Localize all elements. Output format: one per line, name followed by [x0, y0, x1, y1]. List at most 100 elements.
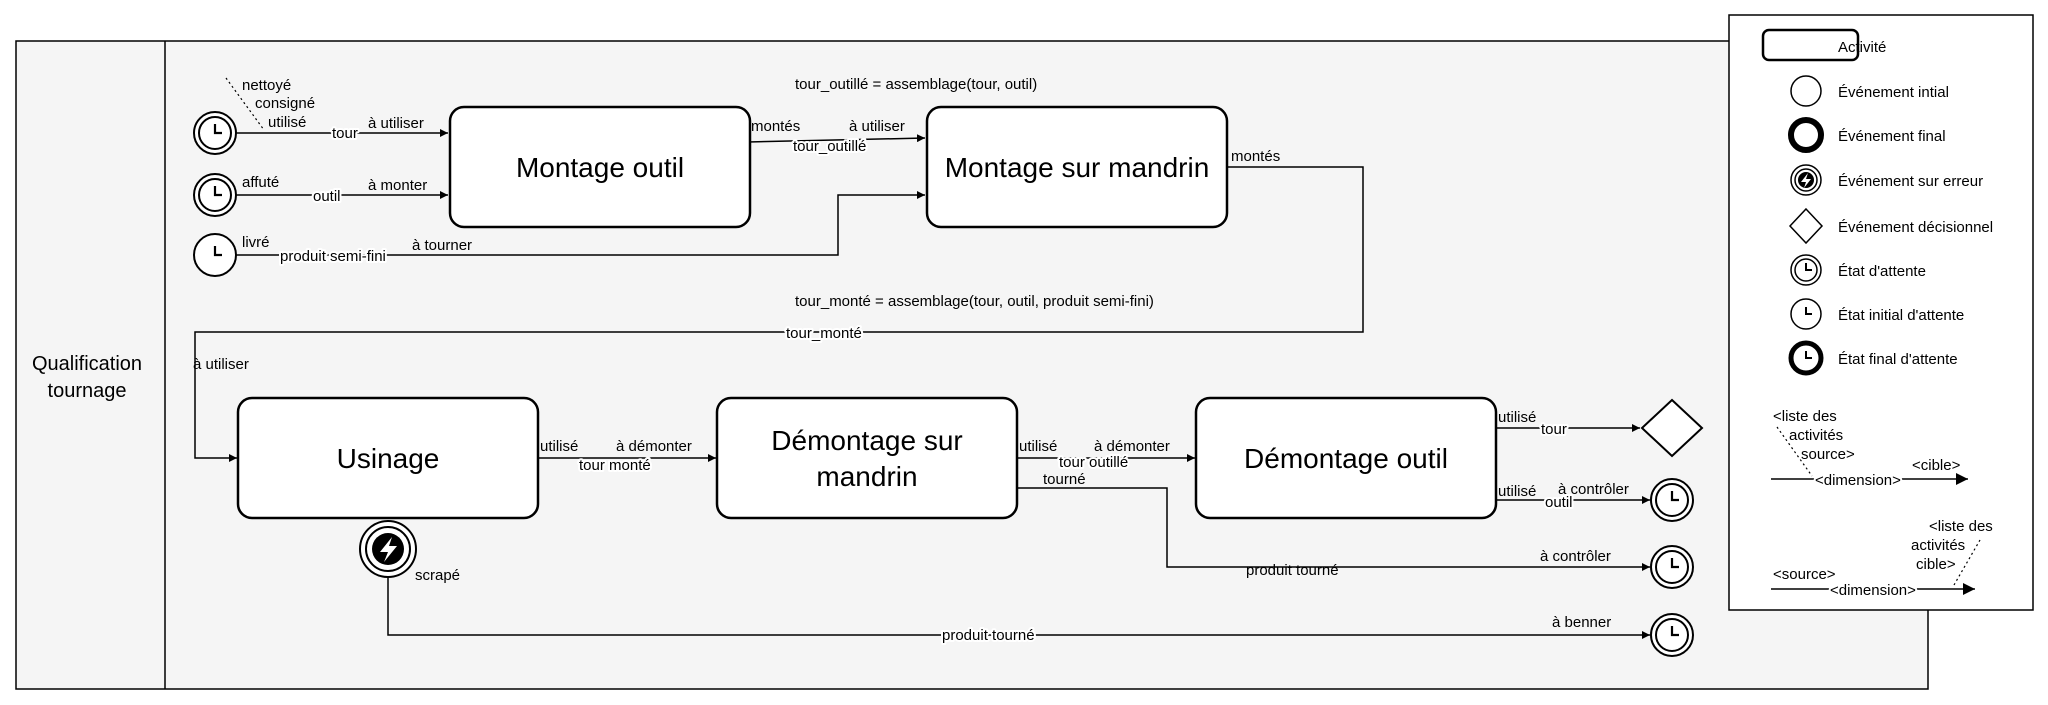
legend-e2-list-l2: activités — [1911, 537, 1965, 554]
legend-activite: Activité — [1838, 39, 1886, 56]
clock-icon — [1670, 558, 1679, 569]
formula-tour-monte: tour_monté = assemblage(tour, outil, pro… — [795, 293, 1154, 310]
label-outil: outil — [313, 188, 341, 205]
label-montes: montés — [751, 118, 800, 135]
activity-montage-outil[interactable]: Montage outil — [448, 105, 752, 229]
label-tour-monte: tour monté — [579, 457, 651, 474]
label-tour-outille: tour_outillé — [793, 138, 866, 155]
label-tour-2: tour — [1541, 421, 1567, 438]
legend-etat-final-attente: État final d'attente — [1838, 351, 1958, 368]
label-nettoye: nettoyé — [242, 77, 291, 94]
label-a-demonter: à démonter — [616, 438, 692, 455]
legend-error-event-symbol — [1790, 164, 1822, 196]
clock-icon — [1805, 351, 1812, 359]
label-tour: tour — [332, 125, 358, 142]
legend-e2-list-l3: cible> — [1916, 556, 1956, 573]
label-utilise: utilisé — [268, 114, 306, 131]
legend-initial-waiting-symbol — [1790, 298, 1822, 330]
clock-icon — [1805, 263, 1812, 271]
label-utilise-4: utilisé — [1498, 409, 1536, 426]
label-outil-2: outil — [1545, 494, 1573, 511]
legend-evenement-final: Événement final — [1838, 128, 1946, 145]
legend-e2-list-l1: <liste des — [1929, 518, 1993, 535]
legend-e2-dimension: <dimension> — [1830, 582, 1916, 599]
label-a-utiliser: à utiliser — [368, 115, 424, 132]
edges — [194, 77, 1650, 639]
clock-icon — [213, 124, 222, 135]
legend-e1-cible: <cible> — [1912, 457, 1961, 474]
lane-title-line2: tournage — [48, 380, 127, 402]
label-a-controler-2: à contrôler — [1558, 481, 1629, 498]
activity-title: Montage sur mandrin — [945, 152, 1210, 183]
activity-title: Usinage — [337, 443, 440, 474]
legend-evenement-initial: Événement intial — [1838, 84, 1949, 101]
edge-annotation-dotted — [225, 77, 265, 131]
legend-evenement-decisionnel: Événement décisionnel — [1838, 219, 1993, 236]
legend: Activité Événement intial Événement fina… — [1728, 14, 2034, 611]
label-tour-outille-2: tour outillé — [1059, 454, 1128, 471]
label-a-controler: à contrôler — [1540, 548, 1611, 565]
label-a-tourner: à tourner — [412, 237, 472, 254]
label-tour-monte-edge: tour_monté — [786, 325, 862, 342]
legend-etat-initial-attente: État initial d'attente — [1838, 307, 1964, 324]
legend-waiting-state-symbol — [1790, 254, 1822, 286]
edge-montes-to-montage-mandrin — [747, 134, 926, 143]
activity-title-l1: Démontage sur — [771, 425, 962, 456]
waiting-state-benner[interactable] — [1650, 613, 1694, 657]
legend-e1-list-l3: source> — [1801, 446, 1855, 463]
activity-title: Démontage outil — [1244, 443, 1448, 474]
legend-e1-dimension: <dimension> — [1815, 472, 1901, 489]
activity-montage-mandrin[interactable]: Montage sur mandrin — [925, 105, 1229, 229]
waiting-state-controle-outil[interactable] — [1650, 478, 1694, 522]
lightning-icon — [380, 537, 397, 562]
waiting-state-tour[interactable] — [193, 111, 237, 155]
label-a-utiliser-3: à utiliser — [193, 356, 249, 373]
legend-final-waiting-symbol — [1788, 340, 1824, 376]
clock-icon — [1805, 307, 1812, 315]
clock-icon — [213, 246, 222, 257]
legend-etat-attente: État d'attente — [1838, 263, 1926, 280]
lane-title-line1: Qualification — [32, 353, 142, 375]
label-affute: affuté — [242, 174, 279, 191]
clock-icon — [213, 186, 222, 197]
label-a-demonter-2: à démonter — [1094, 438, 1170, 455]
edge-scrape-to-benner — [387, 576, 1650, 639]
decision-event[interactable] — [1640, 398, 1704, 458]
legend-edge-1-dotted — [1776, 426, 1813, 477]
label-consigne: consigné — [255, 95, 315, 112]
legend-edge-2-dotted — [1953, 539, 1981, 586]
formula-tour-outille: tour_outillé = assemblage(tour, outil) — [795, 76, 1037, 93]
activity-demontage-outil[interactable]: Démontage outil — [1194, 396, 1498, 520]
label-scrape: scrapé — [415, 567, 460, 584]
label-a-utiliser-2: à utiliser — [849, 118, 905, 135]
lightning-icon — [1801, 173, 1811, 188]
initial-waiting-state-produit[interactable] — [193, 233, 237, 277]
clock-icon — [1670, 626, 1679, 637]
waiting-state-outil[interactable] — [193, 173, 237, 217]
legend-decision-symbol — [1788, 207, 1824, 245]
legend-initial-event-symbol — [1790, 75, 1822, 107]
label-utilise-3: utilisé — [1019, 438, 1057, 455]
label-tourne: tourné — [1043, 471, 1086, 488]
label-a-benner: à benner — [1552, 614, 1611, 631]
edge-produit-tourne-to-controle — [1016, 487, 1650, 571]
error-event-scrape[interactable] — [359, 520, 417, 578]
activity-demontage-mandrin[interactable]: Démontage sur mandrin — [715, 396, 1019, 520]
legend-e1-list-l2: activités — [1789, 427, 1843, 444]
clock-icon — [1670, 491, 1679, 502]
label-montes-2: montés — [1231, 148, 1280, 165]
label-a-monter: à monter — [368, 177, 427, 194]
legend-final-event-symbol — [1788, 117, 1824, 153]
edge-labels: nettoyé consigné utilisé tour à utiliser… — [193, 76, 1629, 646]
activity-title: Montage outil — [516, 152, 684, 183]
label-produit-tourne-2: produit tourné — [942, 627, 1035, 644]
label-livre: livré — [242, 234, 270, 251]
legend-evenement-erreur: Événement sur erreur — [1838, 173, 1983, 190]
legend-activity-symbol — [1761, 28, 1860, 62]
activity-title-l2: mandrin — [816, 461, 917, 492]
waiting-state-controle-produit[interactable] — [1650, 545, 1694, 589]
legend-e2-source: <source> — [1773, 566, 1836, 583]
label-produit-semi-fini: produit semi-fini — [280, 248, 386, 265]
activity-usinage[interactable]: Usinage — [236, 396, 540, 520]
